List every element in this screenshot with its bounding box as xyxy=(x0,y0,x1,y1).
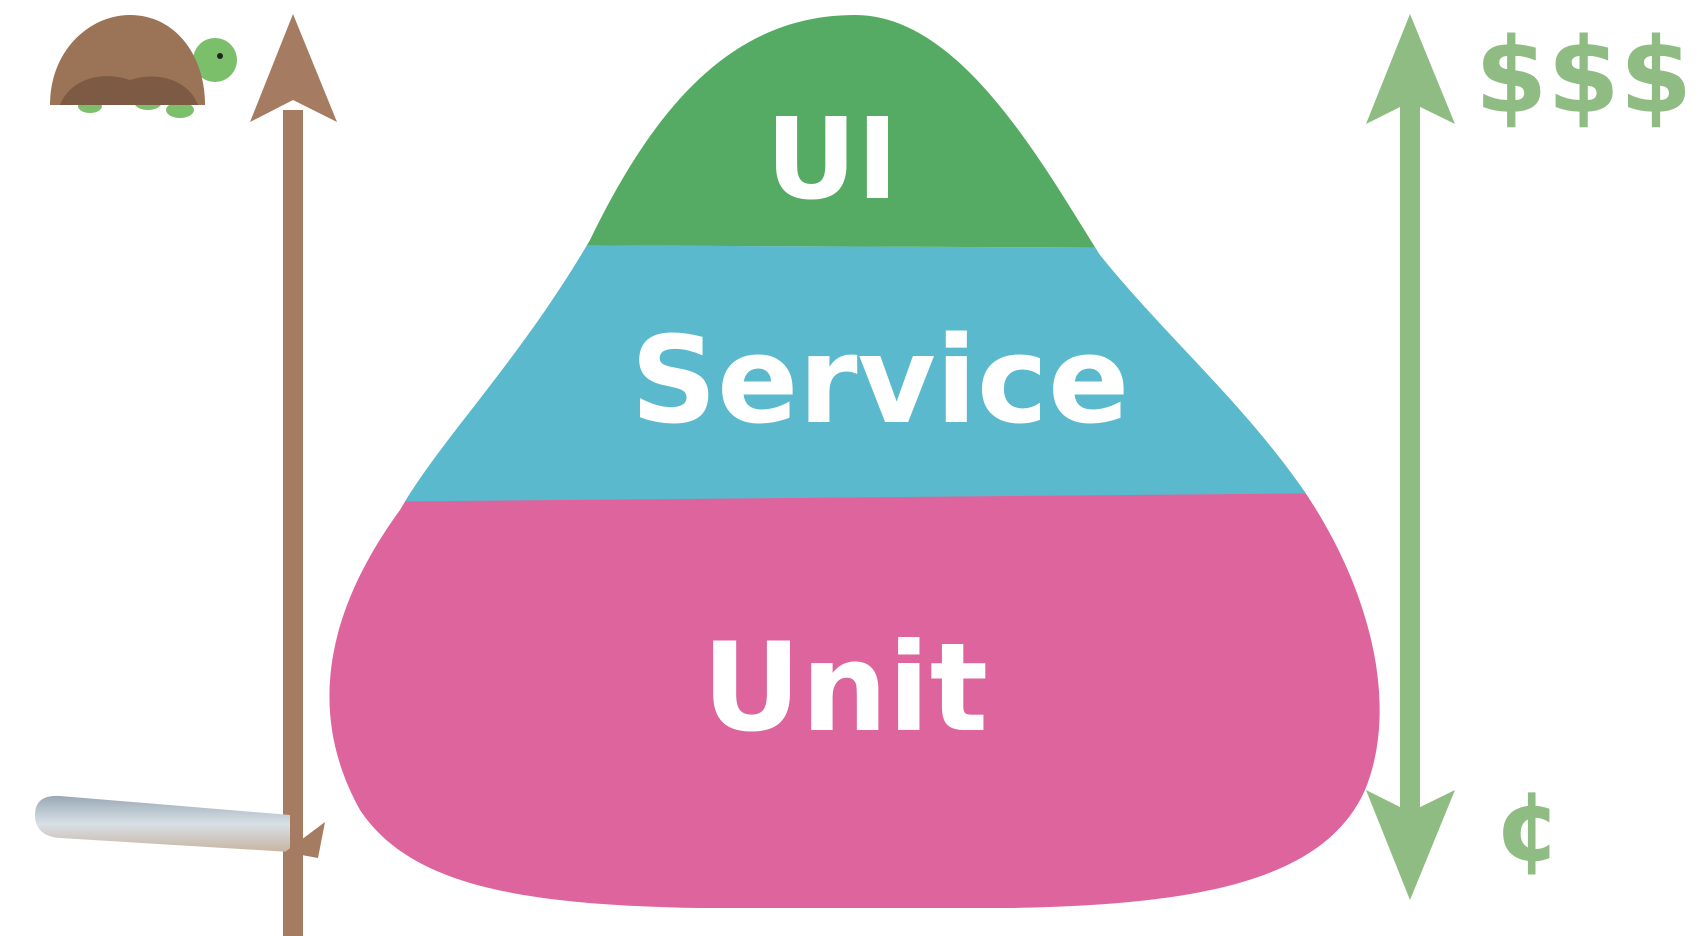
layer-label-ui: UI xyxy=(766,95,899,225)
cost-arrow-head-up xyxy=(1366,14,1455,124)
layer-unit-band xyxy=(329,490,1380,908)
speed-arrow-head xyxy=(250,14,337,122)
speed-arrow-shaft xyxy=(283,110,303,936)
layer-label-service: Service xyxy=(631,312,1130,451)
cost-label-low: ¢ xyxy=(1495,771,1562,883)
speed-axis xyxy=(250,14,337,936)
cost-arrow-shaft xyxy=(1400,100,1420,820)
rocket-icon xyxy=(35,795,325,858)
cost-axis xyxy=(1366,14,1455,900)
turtle-icon xyxy=(50,15,237,118)
cost-arrow-head-down xyxy=(1366,790,1455,900)
cost-label-high: $$$ xyxy=(1475,15,1692,137)
layer-label-unit: Unit xyxy=(702,617,988,759)
